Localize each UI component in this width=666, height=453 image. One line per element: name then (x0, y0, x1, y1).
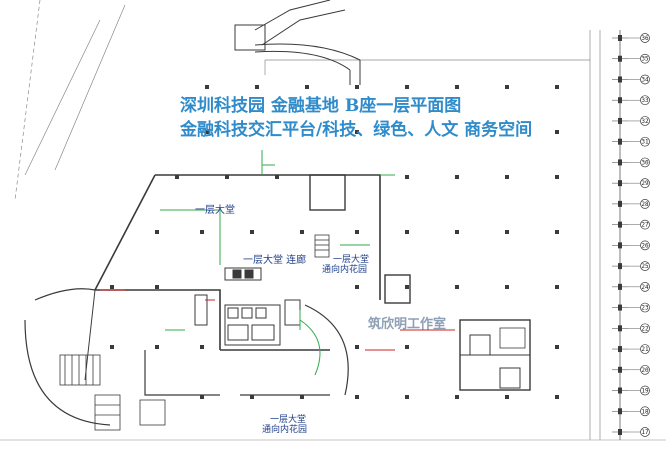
axis-marker (618, 76, 622, 83)
axis-marker (618, 55, 622, 62)
axis-label: 24 (641, 284, 649, 291)
axis-marker (618, 180, 622, 187)
axis-label: 21 (641, 346, 649, 353)
axis-label: 20 (641, 367, 649, 374)
axis-label: 22 (641, 325, 649, 332)
label-lobby-garden-north-2: 通向内花园 (322, 263, 367, 275)
building-walls (24, 174, 531, 426)
label-lobby-garden-south-2: 通向内花园 (262, 423, 307, 435)
axis-marker (618, 138, 622, 145)
core (194, 267, 301, 346)
axis-marker (618, 159, 622, 166)
axis-marker (618, 346, 622, 353)
axis-ticks: 36 35 34 33 32 31 30 29 28 27 26 25 24 23 22 21 20 19 18 17 (612, 33, 650, 437)
axis-marker (618, 366, 622, 373)
axis-label: 28 (641, 201, 649, 208)
label-lobby-corridor: 一层大堂 连廊 (243, 253, 306, 266)
axis-marker (618, 304, 622, 311)
axis-label: 32 (641, 118, 649, 125)
axis-label: 18 (641, 408, 649, 415)
axis-marker (618, 117, 622, 124)
axis-marker (618, 387, 622, 394)
axis-label: 33 (641, 97, 649, 104)
axis-label: 30 (641, 159, 649, 166)
columns (110, 85, 559, 399)
stairs (59, 234, 526, 431)
axis-label: 31 (641, 139, 649, 146)
axis-marker (618, 221, 622, 228)
site-boundary (0, 0, 666, 441)
grid-axis: 36 35 34 33 32 31 30 29 28 27 26 25 24 23 22 21 20 19 18 17 (612, 30, 650, 440)
red-lines (100, 289, 455, 351)
axis-label: 34 (641, 76, 649, 83)
axis-label: 29 (641, 180, 649, 187)
axis-label: 35 (641, 56, 649, 63)
axis-label: 23 (641, 305, 649, 312)
axis-marker (618, 429, 622, 435)
axis-marker (618, 200, 622, 207)
axis-label: 27 (641, 222, 649, 229)
title-line-1: 深圳科技园 金融基地 B座一层平面图 (180, 95, 461, 116)
label-lobby-garden-north-1: 一层大堂 (333, 253, 369, 265)
axis-label: 17 (641, 429, 649, 436)
label-lobby-garden-south-1: 一层大堂 (270, 413, 306, 425)
ramp (234, 0, 361, 85)
axis-label: 25 (641, 263, 649, 270)
axis-marker (618, 242, 622, 249)
label-lobby: 一层大堂 (195, 203, 235, 216)
axis-marker (618, 408, 622, 415)
title-line-2: 金融科技交汇平台/科技、绿色、人文 商务空间 (179, 119, 532, 140)
axis-label: 19 (641, 388, 649, 395)
axis-label: 26 (641, 242, 649, 249)
axis-marker (618, 283, 622, 290)
axis-marker (618, 263, 622, 270)
axis-marker (618, 35, 622, 41)
axis-label: 36 (641, 35, 649, 42)
axis-marker (618, 325, 622, 332)
green-lines (160, 150, 395, 331)
axis-marker (618, 97, 622, 104)
watermark: 筑欣明工作室 (368, 316, 446, 332)
